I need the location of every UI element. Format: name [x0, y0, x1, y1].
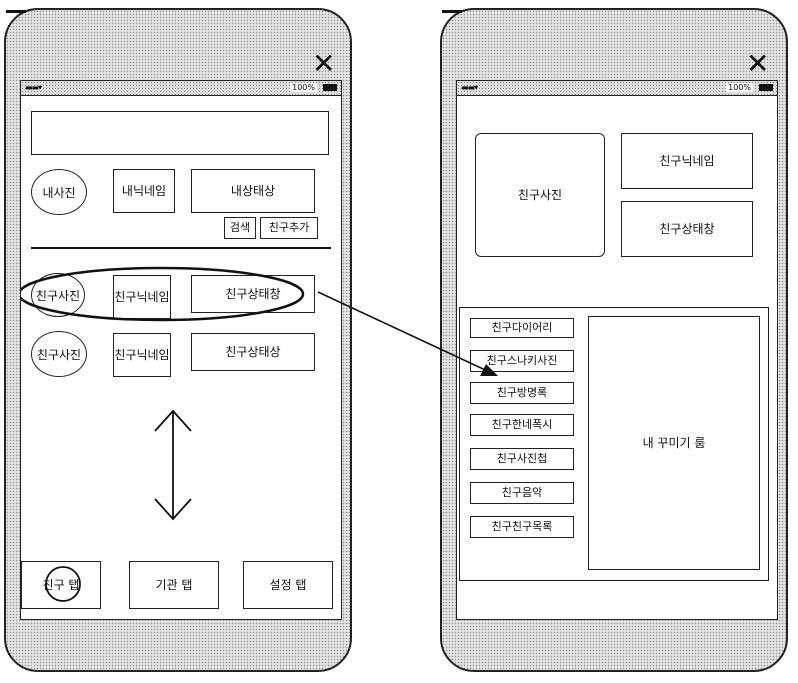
close-icon[interactable]: ✕ — [746, 47, 770, 80]
scroll-arrow-icon — [154, 409, 192, 521]
minimize-icon[interactable] — [6, 10, 26, 13]
tab-settings[interactable]: 설정 탭 — [243, 561, 333, 609]
right-phone-frame: ✕ ▬▬▾ 100% 친구사진 친구닉네임 친구상태창 친구다이어리 친구스나키… — [440, 8, 788, 672]
menu-friend-album[interactable]: 친구사진첩 — [470, 448, 574, 470]
friend-profile-nickname[interactable]: 친구닉네임 — [621, 133, 753, 189]
friend-profile-photo[interactable]: 친구사진 — [475, 133, 605, 257]
decor-room[interactable]: 내 꾸미기 룸 — [588, 316, 760, 570]
status-bar: ▬▬▾ 100% — [457, 81, 777, 96]
divider — [31, 247, 331, 249]
signal-icon: ▬▬▾ — [25, 83, 42, 92]
menu-friend-guestbook[interactable]: 친구방명록 — [470, 382, 574, 404]
battery-icon — [759, 84, 773, 91]
friend-nickname[interactable]: 친구닉네임 — [113, 275, 171, 319]
tab-institutions[interactable]: 기관 탭 — [129, 561, 219, 609]
add-friend-button[interactable]: 친구추가 — [260, 217, 318, 239]
battery-label: 100% — [290, 83, 317, 92]
my-nickname[interactable]: 내닉네임 — [113, 169, 175, 213]
menu-friend-snapshots[interactable]: 친구스나키사진 — [470, 350, 574, 372]
friend-room-panel: 친구다이어리 친구스나키사진 친구방명록 친구한네폭시 친구사진첩 친구음악 친… — [459, 307, 769, 581]
friend-photo[interactable]: 친구사진 — [31, 331, 87, 377]
friend-status-message[interactable]: 친구상태창 — [191, 275, 315, 313]
search-button[interactable]: 검색 — [224, 217, 256, 239]
left-screen: ▬▬▾ 100% 내사진 내닉네임 내상태상 검색 친구추가 친구사진 친구닉네… — [20, 80, 342, 620]
friend-nickname[interactable]: 친구닉네임 — [113, 333, 171, 377]
signal-icon: ▬▬▾ — [461, 83, 478, 92]
close-icon[interactable]: ✕ — [312, 47, 336, 80]
status-bar: ▬▬▾ 100% — [21, 81, 341, 96]
search-input[interactable] — [31, 111, 329, 155]
minimize-icon[interactable] — [442, 10, 462, 13]
menu-friend-message[interactable]: 친구한네폭시 — [470, 414, 574, 436]
menu-friend-list[interactable]: 친구친구목록 — [470, 516, 574, 538]
left-phone-frame: ✕ ▬▬▾ 100% 내사진 내닉네임 내상태상 검색 친구추가 친구사진 친구… — [4, 8, 352, 672]
battery-icon — [323, 84, 337, 91]
highlight-marks — [21, 266, 305, 602]
my-photo[interactable]: 내사진 — [31, 169, 87, 215]
menu-friend-music[interactable]: 친구음악 — [470, 482, 574, 504]
menu-friend-diary[interactable]: 친구다이어리 — [470, 318, 574, 338]
right-screen: ▬▬▾ 100% 친구사진 친구닉네임 친구상태창 친구다이어리 친구스나키사진… — [456, 80, 778, 620]
friend-status-message[interactable]: 친구상태상 — [191, 333, 315, 371]
friend-profile-status[interactable]: 친구상태창 — [621, 201, 753, 257]
my-status-message[interactable]: 내상태상 — [191, 169, 315, 213]
battery-label: 100% — [726, 83, 753, 92]
